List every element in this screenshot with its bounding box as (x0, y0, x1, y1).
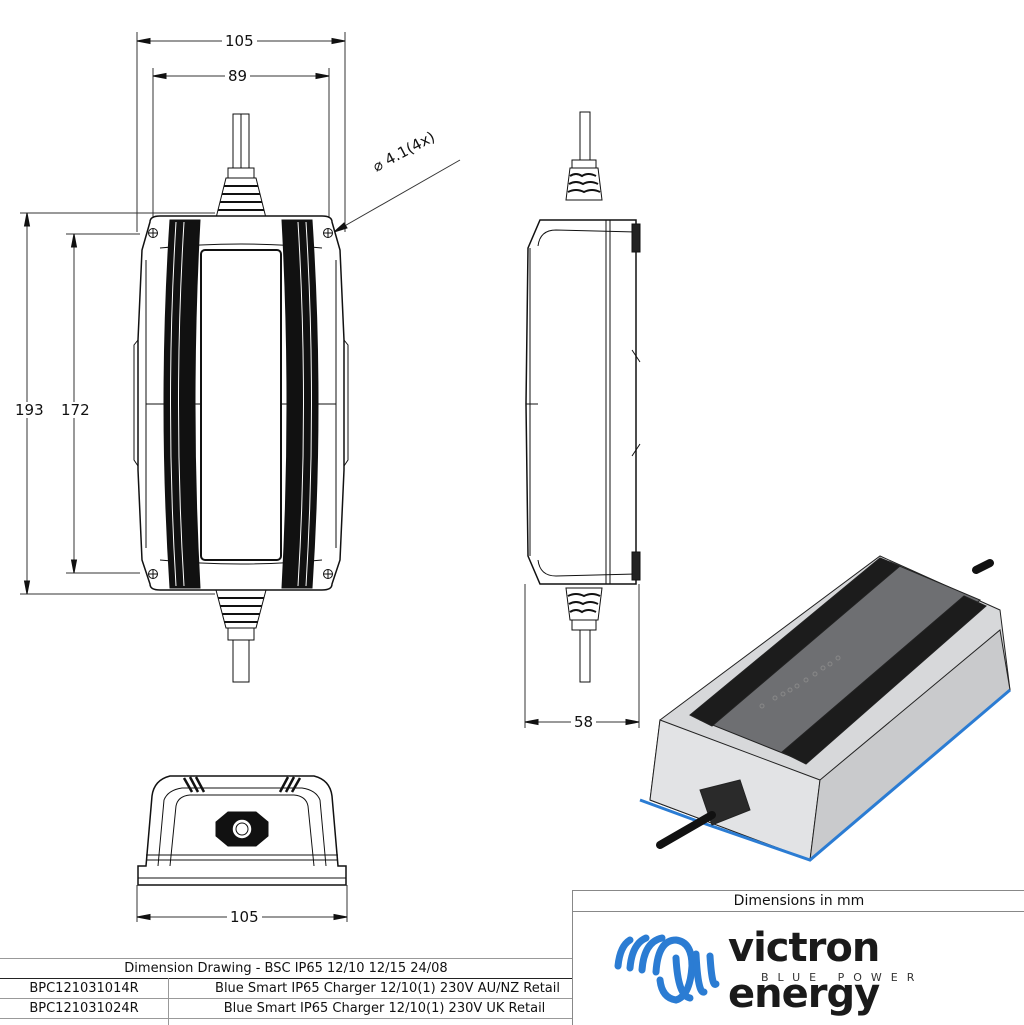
diameter-symbol-icon: ⌀ (370, 155, 386, 175)
side-view (525, 112, 640, 728)
end-view (137, 776, 347, 922)
table-row: BPC121031014R Blue Smart IP65 Charger 12… (0, 979, 572, 999)
isometric-render (640, 556, 1010, 860)
part-code: BPC121031014R (0, 979, 169, 999)
part-description: Blue Smart IP65 Charger 12/10(1) 230V AU… (169, 979, 573, 999)
brand-tagline: BLUE POWER (761, 971, 923, 984)
dim-hole-spacing-width: 89 (225, 68, 250, 84)
dim-overall-height: 193 (12, 402, 47, 418)
part-code: BPC121031024R (0, 999, 169, 1019)
dim-overall-width: 105 (222, 33, 257, 49)
units-note: Dimensions in mm (573, 891, 1024, 912)
dim-hole-spacing-height: 172 (58, 402, 93, 418)
part-description: Blue Smart IP65 Charger 12/10(1) 230V UK… (169, 999, 573, 1019)
title-block: Dimension Drawing - BSC IP65 12/10 12/15… (0, 958, 572, 1025)
dim-side-depth: 58 (571, 714, 596, 730)
front-view (20, 32, 460, 682)
table-row-empty (0, 1019, 572, 1025)
logo-block: Dimensions in mm victron energy BLUE POW… (572, 890, 1024, 1025)
table-row: BPC121031024R Blue Smart IP65 Charger 12… (0, 999, 572, 1019)
drawing-title: Dimension Drawing - BSC IP65 12/10 12/15… (0, 959, 572, 979)
dim-end-width: 105 (227, 909, 262, 925)
